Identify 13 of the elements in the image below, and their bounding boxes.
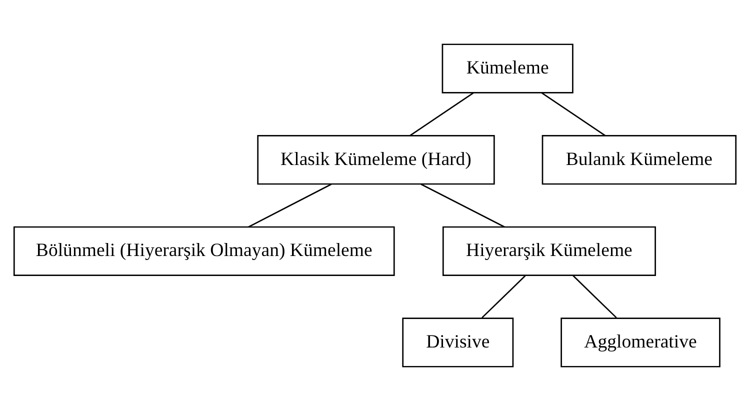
node-box: Klasik Kümeleme (Hard) <box>257 134 495 184</box>
connector <box>248 183 332 227</box>
node-box: Hiyerarşik Kümeleme <box>442 226 656 276</box>
node-box: Agglomerative <box>560 317 720 367</box>
connector <box>482 274 526 318</box>
connector <box>572 274 617 318</box>
node-box: Bölünmeli (Hiyerarşik Olmayan) Kümeleme <box>13 226 395 276</box>
node-box: Divisive <box>402 317 514 367</box>
connector <box>410 92 474 136</box>
node-box: Kümeleme <box>442 43 574 93</box>
node-box: Bulanık Kümeleme <box>542 134 737 184</box>
connector <box>420 183 505 227</box>
connector <box>541 92 606 136</box>
